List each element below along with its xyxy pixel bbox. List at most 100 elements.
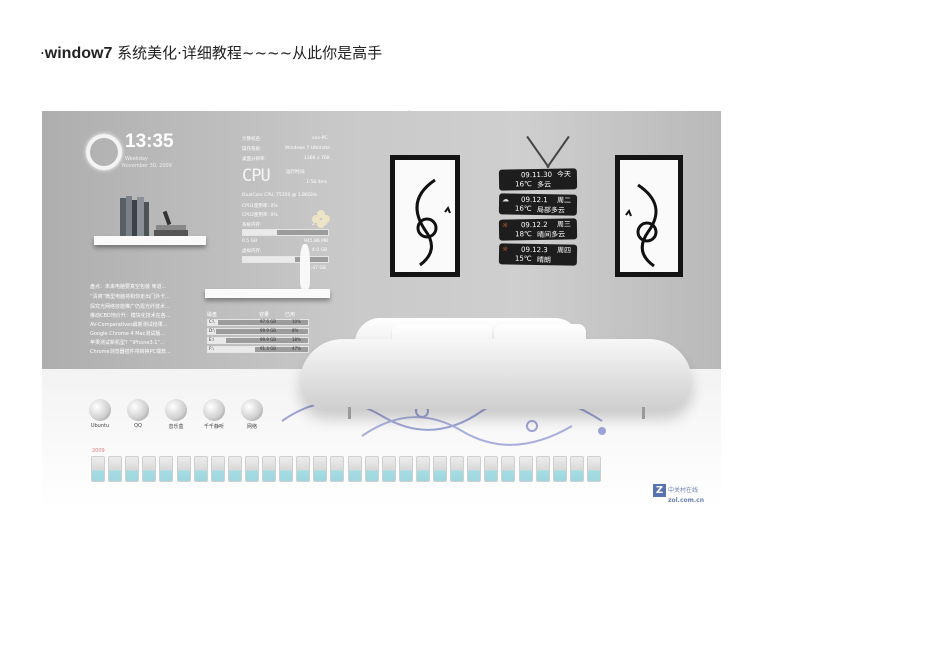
calendar-day-cell[interactable] — [501, 456, 516, 482]
calendar-day-cell[interactable] — [484, 456, 499, 482]
news-item[interactable]: AV-Comparatives最新测试结果... — [90, 322, 168, 328]
disk-row-fill — [208, 329, 216, 334]
disk-row-size: 99.9 GB — [260, 337, 277, 342]
dock-icon-label: 千千静听 — [203, 424, 224, 430]
news-item[interactable]: Chrome浏览器插件将转换PC端软... — [90, 349, 171, 355]
weather-temp: 18℃ — [515, 230, 532, 239]
calendar-day-cell[interactable] — [227, 456, 242, 482]
news-item[interactable]: Google Chrome 4 Mac测试版... — [90, 331, 166, 337]
calendar-day-cell[interactable] — [381, 456, 396, 482]
calendar-day-cell[interactable] — [535, 456, 550, 482]
calendar-day-cell[interactable] — [279, 456, 294, 482]
book-stack — [120, 196, 190, 236]
disk-row-bar — [207, 319, 309, 326]
disk-row-drive: C:\ — [209, 319, 215, 324]
uptime-value: 1:58 4ms — [306, 180, 328, 185]
disk-row-used: 8% — [292, 328, 299, 333]
calendar-day-cell[interactable] — [176, 456, 191, 482]
calendar-day-cell[interactable] — [108, 456, 123, 482]
globe-icon[interactable] — [241, 399, 263, 421]
book — [126, 196, 132, 236]
sun-icon: ☼ — [501, 221, 509, 230]
book — [132, 200, 137, 236]
dock-icon-label: 网络 — [246, 424, 257, 430]
disk-header-used: 已用 — [285, 312, 296, 318]
sys-value-1: Windows 7 Ultimate — [285, 146, 331, 151]
frame-canvas — [395, 160, 455, 272]
calendar-day-cell[interactable] — [347, 456, 362, 482]
sun-icon: ☼ — [502, 245, 509, 254]
disk-row-size: 97.6 GB — [260, 319, 277, 324]
weather-temp: 15℃ — [514, 254, 532, 263]
chain — [546, 135, 570, 169]
headphone-icon[interactable] — [165, 399, 187, 421]
lower-shelf — [205, 289, 330, 298]
weather-date: 09.12.2 — [520, 220, 548, 230]
dock-icon-label: Ubuntu — [90, 423, 110, 429]
sys-label-1: 操作系统: — [242, 147, 262, 152]
disk-row-used: 18% — [292, 337, 301, 342]
calendar-day-cell[interactable] — [330, 456, 345, 482]
disk-row-fill — [208, 338, 226, 343]
calendar-day-cell[interactable] — [569, 456, 584, 482]
disk-header-drive: 磁盘 — [207, 312, 218, 318]
calendar-day-cell[interactable] — [91, 456, 105, 482]
news-item[interactable]: 苹果测试新机型？“iPhone3.1”... — [90, 340, 165, 346]
storage-bar-fill — [243, 257, 295, 262]
weather-temp: 16℃ — [514, 204, 532, 213]
calendar-day-cell[interactable] — [296, 456, 311, 482]
weather-desc: 晴间多云 — [537, 230, 566, 240]
calendar-day-cell[interactable] — [159, 456, 174, 482]
calendar-day-cell[interactable] — [313, 456, 328, 482]
calendar-day-cell[interactable] — [467, 456, 482, 482]
cpu-logo: CPU — [242, 166, 271, 186]
calendar-day-cell[interactable] — [586, 456, 601, 482]
dock-icon-label: QQ — [134, 423, 142, 429]
storage-bar — [242, 256, 329, 263]
disk-header-size: 容量 — [259, 312, 270, 318]
zol-site: zol.com.cn — [668, 497, 704, 504]
calendar-day-cell[interactable] — [433, 456, 447, 482]
calendar-day-cell[interactable] — [262, 456, 276, 482]
cpu2-usage: CPU2使用率: 0% — [242, 213, 278, 218]
disk-row-used: 47% — [292, 346, 301, 351]
zol-brand: 中关村在线 — [668, 487, 699, 494]
calendar-day-cell[interactable] — [364, 456, 379, 482]
calendar-day-cell[interactable] — [210, 456, 225, 482]
disk-row-bar — [207, 337, 309, 344]
calendar-day-cell[interactable] — [244, 456, 259, 482]
teapot-icon[interactable] — [127, 399, 149, 421]
document-title: ·window7 系统美化·详细教程~~~~从此你是高手 — [40, 42, 382, 63]
calendar-day-cell[interactable] — [398, 456, 413, 482]
news-item[interactable]: 推动CBD地价升：模块化技术在各... — [90, 313, 171, 319]
news-item[interactable]: “清爽”微型电脑将和你走出门外卡... — [90, 294, 170, 300]
title-rest: 系统美化·详细教程~~~~从此你是高手 — [112, 44, 383, 62]
calendar-day-cell[interactable] — [193, 456, 208, 482]
news-item[interactable]: 盘点：未来电脑要真空包装 味道... — [90, 284, 167, 290]
calendar-day-cell[interactable] — [450, 456, 465, 482]
book — [156, 225, 186, 230]
helmet-icon[interactable] — [203, 399, 225, 421]
news-item[interactable]: 探究光网络技能推广仍需光纤技术... — [90, 304, 170, 310]
weather-weekday: 今天 — [556, 170, 571, 179]
calendar-day-cell[interactable] — [552, 456, 567, 482]
disk-row-fill — [208, 347, 255, 352]
title-bullet: · — [40, 44, 45, 62]
calendar-day-cell[interactable] — [125, 456, 140, 482]
disk-row-drive: F:\ — [209, 346, 214, 351]
upper-shelf — [94, 236, 206, 245]
zol-logo-icon: Z — [653, 484, 666, 497]
left-picture-frame — [390, 155, 460, 277]
uptime-label: 运行时间: — [286, 170, 306, 175]
calendar-day-cell[interactable] — [415, 456, 430, 482]
desktop-screenshot: 13:35 Weekday November 30, 2009 计算机名: xx… — [42, 111, 721, 508]
sys-label-0: 计算机名: — [242, 137, 262, 142]
calendar-day-cell[interactable] — [142, 456, 157, 482]
cloud-icon: ☁ — [502, 195, 510, 204]
u-disk-icon[interactable] — [89, 399, 111, 421]
calendar-day-cell[interactable] — [518, 456, 533, 482]
